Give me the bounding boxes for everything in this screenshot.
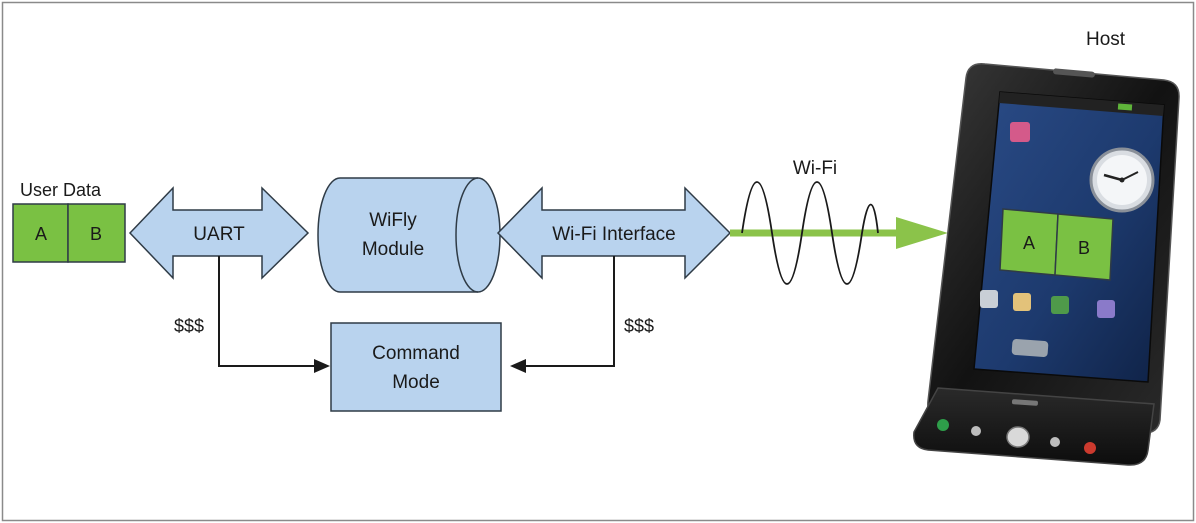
app-icon — [1010, 122, 1030, 142]
host-data-block: A B — [999, 208, 1114, 281]
uart-label: UART — [193, 224, 245, 245]
host-title: Host — [1086, 29, 1126, 50]
battery-icon — [1117, 103, 1133, 111]
uart-to-command-arrowhead — [314, 359, 330, 373]
wifi-to-command-arrowhead — [510, 359, 526, 373]
user-data-title: User Data — [20, 180, 102, 200]
escape-sequence-right: $$$ — [624, 316, 654, 336]
phone-brand-mark — [1011, 399, 1038, 406]
wifi-label: Wi-Fi — [793, 158, 837, 179]
phone-status-bar — [999, 92, 1164, 116]
user-data-cell-a — [12, 203, 69, 263]
wifi-to-command-line — [526, 256, 615, 367]
user-data-cell-b — [67, 203, 126, 263]
dock-app-icon-3 — [1051, 296, 1069, 314]
uart-to-command-line — [218, 256, 314, 367]
home-button-icon — [971, 426, 981, 436]
user-data-cell-b-label: B — [90, 224, 102, 244]
module-end-cap — [455, 177, 479, 293]
module-label-line1: WiFly — [369, 210, 417, 231]
back-button-icon — [1050, 437, 1060, 447]
phone-earpiece — [1053, 68, 1095, 78]
host-phone: A B — [913, 63, 1180, 466]
command-mode-box — [330, 322, 502, 412]
end-call-button-icon — [1084, 442, 1096, 454]
call-button-icon — [937, 419, 949, 431]
host-data-cell-b-label: B — [1078, 238, 1090, 258]
uart-arrow — [128, 186, 310, 280]
wifi-arrow-head — [896, 217, 948, 249]
command-mode-label-line2: Mode — [392, 372, 440, 393]
user-data-cell-a-label: A — [35, 224, 47, 244]
host-data-cell-a-label: A — [1023, 233, 1035, 253]
user-data-block: A B — [12, 203, 126, 263]
command-mode-label-line1: Command — [372, 343, 460, 364]
wifly-module-cylinder: WiFly Module — [317, 177, 501, 293]
dock-app-icon-2 — [1013, 293, 1031, 311]
host-data-cell-b — [1054, 213, 1114, 281]
module-label-line2: Module — [362, 239, 424, 260]
escape-sequence-left: $$$ — [174, 316, 204, 336]
dock-app-icon-4 — [1097, 300, 1115, 318]
wifi-interface-label: Wi-Fi Interface — [552, 224, 676, 245]
app-drawer-handle — [1011, 339, 1049, 357]
trackball-icon — [1006, 426, 1030, 448]
module-body — [317, 177, 501, 293]
clock-icon — [1089, 147, 1155, 213]
dock-app-icon-1 — [980, 290, 998, 308]
wifi-signal-wave — [741, 181, 879, 285]
